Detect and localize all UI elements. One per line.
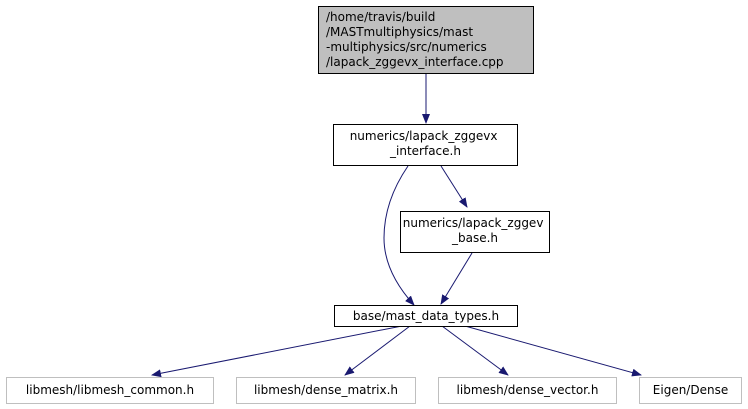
node-zggev-base-box	[400, 211, 550, 253]
node-zggev-base-h[interactable]: numerics/lapack_zggev _base.h	[400, 211, 550, 253]
node-zggevx-interface-box	[333, 124, 518, 166]
node-zggevx-interface-line-2: _interface.h	[389, 144, 461, 158]
edge-zggevx-interface-to-zggev-base	[440, 165, 468, 208]
node-eigen-dense-box	[639, 377, 742, 404]
node-root-box	[318, 6, 534, 74]
node-root-label: /home/travis/build /MASTmultiphysics/mas…	[326, 10, 504, 69]
graph-edges	[151, 74, 642, 378]
node-mast-data-types-h[interactable]: base/mast_data_types.h	[334, 305, 518, 327]
node-eigen-dense[interactable]: Eigen/Dense	[639, 377, 742, 404]
node-dense-matrix-h[interactable]: libmesh/dense_matrix.h	[236, 377, 416, 404]
node-eigen-dense-label: Eigen/Dense	[653, 383, 728, 397]
node-zggev-base-label: numerics/lapack_zggev _base.h	[403, 216, 548, 245]
node-mast-data-types-box	[334, 305, 518, 327]
edge-zggev-base-to-mast-data-types	[440, 252, 473, 305]
node-dense-matrix-label: libmesh/dense_matrix.h	[254, 383, 398, 397]
node-zggev-base-line-2: _base.h	[451, 231, 498, 245]
node-root-line-4: /lapack_zggevx_interface.cpp	[326, 55, 504, 69]
node-root-line-2: /MASTmultiphysics/mast	[326, 25, 473, 39]
edge-mast-data-types-to-dense-matrix	[344, 325, 411, 376]
node-zggev-base-line-1: numerics/lapack_zggev	[403, 216, 544, 230]
edge-mast-data-types-to-libmesh-common	[151, 325, 403, 378]
node-libmesh-common-h[interactable]: libmesh/libmesh_common.h	[6, 377, 214, 404]
node-root-cpp[interactable]: /home/travis/build /MASTmultiphysics/mas…	[318, 6, 534, 74]
node-zggevx-interface-label: numerics/lapack_zggevx _interface.h	[350, 129, 502, 158]
node-zggevx-interface-line-1: numerics/lapack_zggevx	[350, 129, 498, 143]
edge-mast-data-types-to-eigen-dense	[464, 325, 642, 377]
edge-zggevx-interface-to-mast-data-types	[383, 165, 415, 306]
edge-mast-data-types-to-dense-vector	[441, 325, 509, 376]
node-libmesh-common-box	[6, 377, 214, 404]
node-root-line-1: /home/travis/build	[326, 10, 435, 24]
node-libmesh-common-label: libmesh/libmesh_common.h	[26, 383, 194, 397]
node-zggevx-interface-h[interactable]: numerics/lapack_zggevx _interface.h	[333, 124, 518, 166]
node-mast-data-types-label: base/mast_data_types.h	[353, 309, 499, 323]
node-dense-vector-box	[438, 377, 617, 404]
node-dense-matrix-box	[236, 377, 416, 404]
node-dense-vector-h[interactable]: libmesh/dense_vector.h	[438, 377, 617, 404]
node-root-line-3: -multiphysics/src/numerics	[326, 40, 487, 54]
node-dense-vector-label: libmesh/dense_vector.h	[457, 383, 599, 397]
